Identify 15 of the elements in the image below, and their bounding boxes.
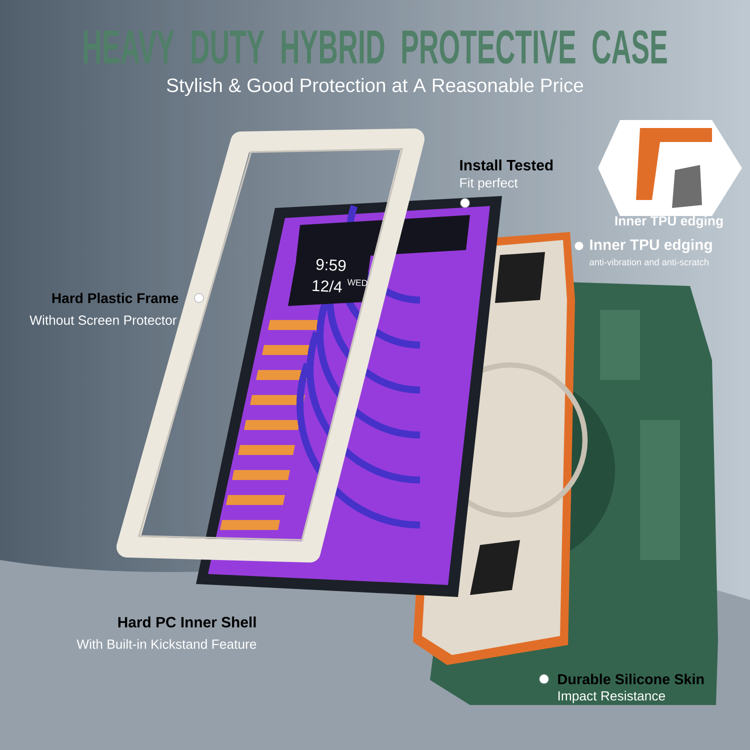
callout-heading: Hard PC Inner Shell <box>118 616 256 628</box>
callout-heading: Inner TPU edging <box>615 216 723 228</box>
callout-text: Without Screen Protector <box>30 315 177 325</box>
screen-text: 12/4 <box>312 280 342 292</box>
callout-text: With Built-in Kickstand Feature <box>76 639 256 649</box>
callout-heading: Inner TPU edging <box>590 239 712 253</box>
callout-heading: Durable Silicone Skin <box>558 674 704 684</box>
screen-text: 9:59 <box>316 258 346 272</box>
callout-heading: Install Tested <box>460 160 553 170</box>
callout-text: anti-vibration and anti-scratch <box>590 258 708 266</box>
screen-text: WED <box>347 279 368 286</box>
callout-text: Fit perfect <box>460 178 518 190</box>
callout-text: Impact Resistance <box>558 690 666 704</box>
subtitle: Stylish & Good Protection at A Reasonable Price <box>166 78 584 96</box>
callout-heading: Hard Plastic Frame <box>52 292 178 304</box>
